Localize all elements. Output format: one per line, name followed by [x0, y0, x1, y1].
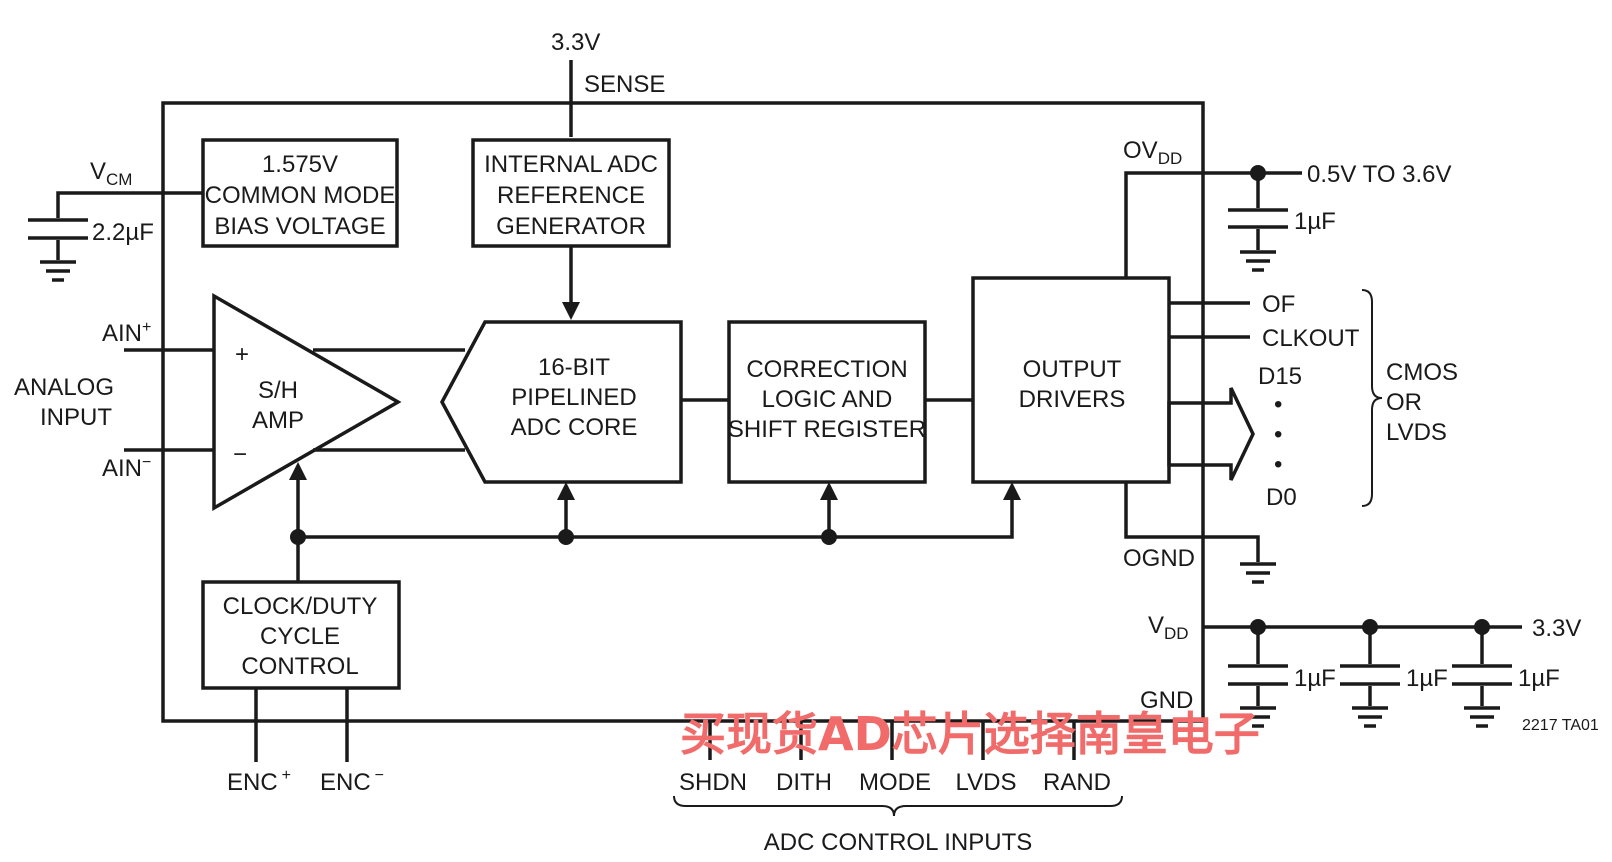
enc-minus-label: ENC−	[320, 767, 384, 796]
svg-text:CONTROL: CONTROL	[241, 653, 358, 680]
sense-label: SENSE	[584, 71, 665, 98]
gnd-label: GND	[1140, 687, 1193, 714]
svg-text:INTERNAL ADC: INTERNAL ADC	[484, 151, 658, 178]
svg-text:CLOCK/DUTY: CLOCK/DUTY	[223, 593, 378, 620]
control-inputs-title: ADC CONTROL INPUTS	[764, 829, 1032, 856]
ovdd-cap-label: 1µF	[1294, 208, 1336, 235]
vdd-label: VDD	[1148, 612, 1189, 643]
dith-label: DITH	[776, 769, 832, 796]
common-mode-bias-block: 1.575V COMMON MODE BIAS VOLTAGE	[201, 138, 399, 248]
vdd-capacitor-2: 1µF	[1340, 619, 1448, 728]
adc-core-block: 16-BIT PIPELINED ADC CORE	[440, 320, 683, 484]
svg-text:CORRECTION: CORRECTION	[746, 356, 907, 383]
svg-text:COMMON MODE: COMMON MODE	[205, 182, 396, 209]
svg-text:ADC CORE: ADC CORE	[511, 414, 638, 441]
vdd-voltage-label: 3.3V	[1532, 615, 1581, 642]
sh-amp: + − S/H AMP	[212, 292, 402, 512]
output-drivers-block: OUTPUT DRIVERS	[971, 276, 1171, 484]
ain-plus-label: AIN+	[102, 319, 151, 347]
svg-text:INPUT: INPUT	[40, 404, 112, 431]
vdd-capacitor-3: 1µF	[1452, 619, 1560, 728]
vdd-capacitor-1: 1µF	[1228, 619, 1336, 728]
enc-plus-label: ENC+	[227, 767, 291, 796]
plus-sign: +	[235, 341, 249, 368]
svg-text:REFERENCE: REFERENCE	[497, 182, 645, 209]
svg-text:OUTPUT: OUTPUT	[1023, 356, 1122, 383]
svg-text:•: •	[1274, 391, 1282, 418]
figure-id: 2217 TA01	[1522, 717, 1599, 734]
output-type-label: CMOS	[1386, 359, 1458, 386]
arrow-icon	[562, 302, 580, 320]
svg-text:BIAS VOLTAGE: BIAS VOLTAGE	[214, 213, 385, 240]
clock-duty-cycle-block: CLOCK/DUTY CYCLE CONTROL	[201, 580, 401, 690]
vcm-label: VCM	[90, 158, 132, 189]
svg-text:AMP: AMP	[252, 407, 304, 434]
ovdd-label: OVDD	[1123, 137, 1182, 168]
svg-text:PIPELINED: PIPELINED	[511, 384, 636, 411]
svg-text:LVDS: LVDS	[1386, 419, 1447, 446]
svg-text:LOGIC AND: LOGIC AND	[762, 386, 893, 413]
brace	[1361, 289, 1383, 507]
lvds-label: LVDS	[956, 769, 1017, 796]
adc-control-inputs: SHDN DITH MODE LVDS RAND ADC CONTROL INP…	[673, 721, 1123, 856]
watermark: 买现货AD芯片选择南皇电子	[680, 707, 1260, 761]
svg-text:1µF: 1µF	[1518, 665, 1560, 692]
svg-text:S/H: S/H	[258, 377, 298, 404]
sense-pin: 3.3V SENSE	[551, 29, 665, 137]
svg-text:GENERATOR: GENERATOR	[496, 213, 646, 240]
svg-text:DRIVERS: DRIVERS	[1019, 386, 1126, 413]
minus-sign: −	[233, 441, 247, 468]
svg-text:•: •	[1274, 421, 1282, 448]
chip-outline	[161, 101, 1205, 723]
svg-text:SHIFT REGISTER: SHIFT REGISTER	[728, 416, 926, 443]
vcm-pin: VCM 2.2µF	[28, 158, 203, 282]
d15-label: D15	[1258, 363, 1302, 390]
svg-text:1µF: 1µF	[1406, 665, 1448, 692]
svg-text:OR: OR	[1386, 389, 1422, 416]
ognd-label: OGND	[1123, 545, 1195, 572]
top-supply-label: 3.3V	[551, 29, 600, 56]
control-brace	[673, 795, 1123, 817]
mode-label: MODE	[859, 769, 931, 796]
d0-label: D0	[1266, 484, 1297, 511]
svg-text:CYCLE: CYCLE	[260, 623, 340, 650]
shdn-label: SHDN	[679, 769, 747, 796]
rand-label: RAND	[1043, 769, 1111, 796]
svg-text:1µF: 1µF	[1294, 665, 1336, 692]
vcm-cap-label: 2.2µF	[92, 219, 154, 246]
output-bus-arrow-icon	[1167, 387, 1255, 481]
reference-generator-block: INTERNAL ADC REFERENCE GENERATOR	[471, 138, 671, 248]
svg-text:1.575V: 1.575V	[262, 151, 338, 178]
correction-logic-block: CORRECTION LOGIC AND SHIFT REGISTER	[727, 320, 927, 484]
analog-input-label: ANALOG	[14, 374, 114, 401]
svg-text:•: •	[1274, 451, 1282, 478]
ain-minus-label: AIN−	[102, 454, 151, 482]
ovdd-range-label: 0.5V TO 3.6V	[1307, 161, 1452, 188]
svg-text:16-BIT: 16-BIT	[538, 354, 610, 381]
clkout-label: CLKOUT	[1262, 325, 1360, 352]
of-label: OF	[1262, 291, 1295, 318]
